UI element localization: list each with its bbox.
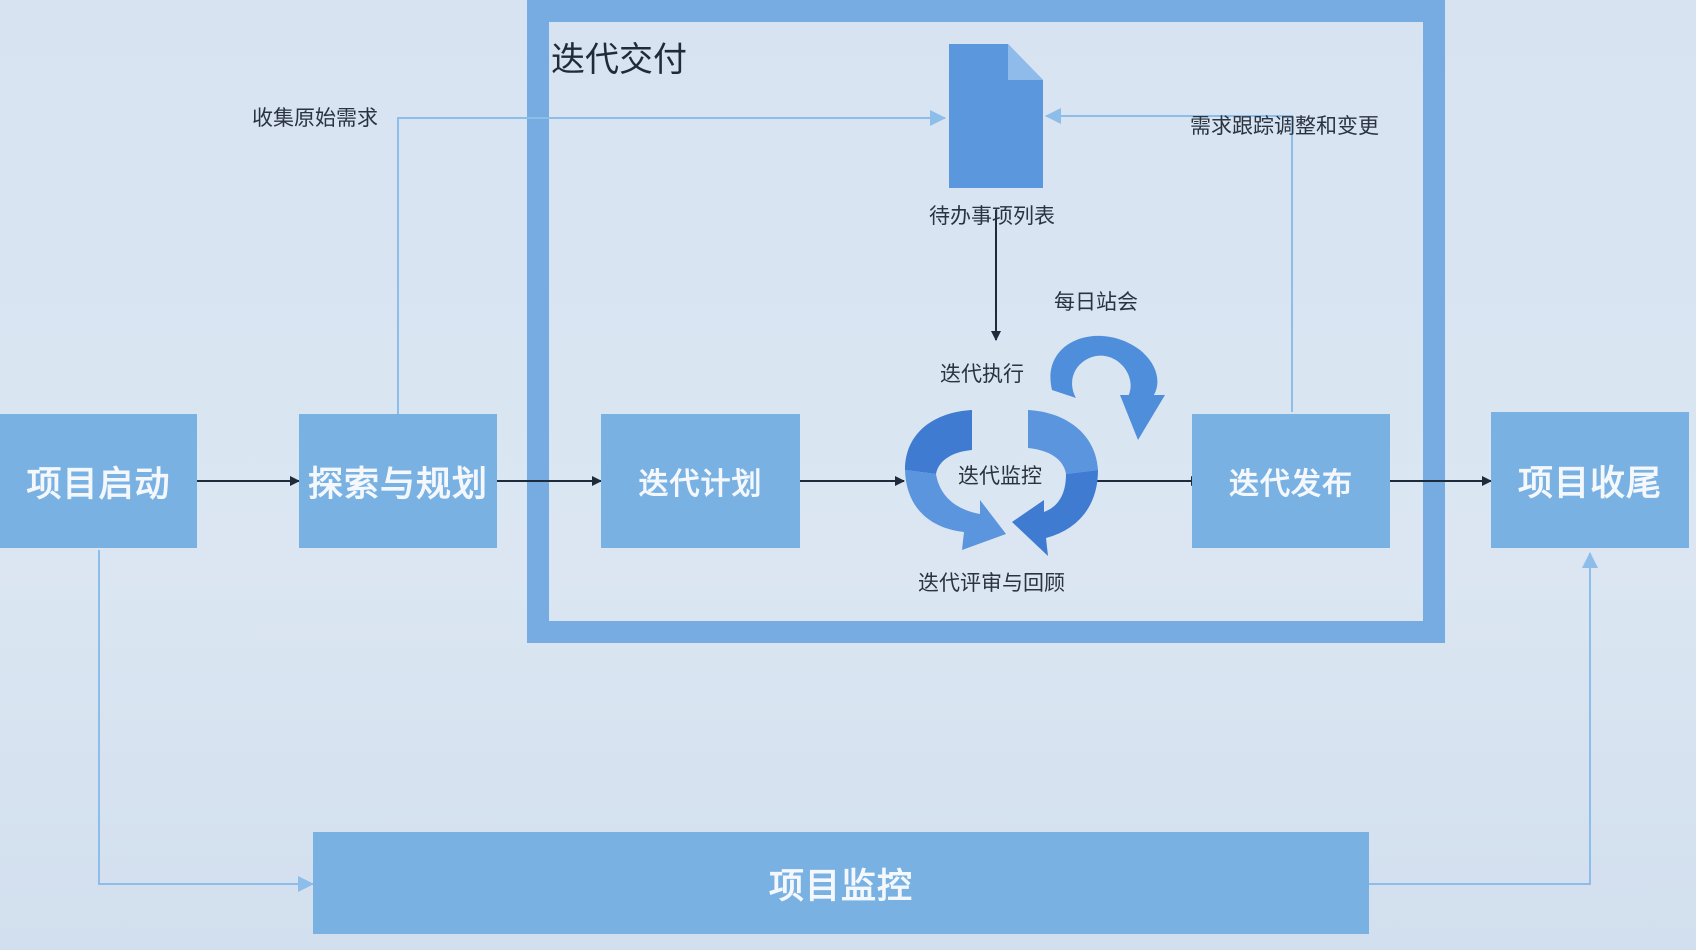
stage-iteration-plan-label: 迭代计划 bbox=[638, 467, 763, 502]
daily-standup-cycle-icon bbox=[1050, 335, 1165, 440]
label-daily-standup: 每日站会 bbox=[1054, 290, 1138, 314]
label-review-retrospective: 迭代评审与回顾 bbox=[918, 571, 1065, 595]
iteration-delivery-title: 迭代交付 bbox=[551, 40, 687, 80]
label-requirement-tracking: 需求跟踪调整和变更 bbox=[1190, 114, 1379, 138]
stage-exploration-planning: 探索与规划 bbox=[299, 414, 497, 548]
iteration-cycle-icon bbox=[905, 410, 1098, 556]
stage-iteration-release: 迭代发布 bbox=[1192, 414, 1390, 548]
label-iteration-execution: 迭代执行 bbox=[940, 362, 1024, 386]
connector-collect-requirements bbox=[397, 110, 946, 414]
stage-initiation-label: 项目启动 bbox=[26, 464, 171, 505]
stage-closing-label: 项目收尾 bbox=[1517, 463, 1662, 504]
document-icon bbox=[949, 44, 1043, 188]
label-iteration-monitoring: 迭代监控 bbox=[958, 464, 1042, 488]
connector-monitoring-to-closing bbox=[1369, 552, 1598, 885]
connector-initiation-to-monitoring bbox=[98, 550, 314, 892]
stage-initiation: 项目启动 bbox=[0, 414, 197, 548]
stage-exploration-label: 探索与规划 bbox=[307, 464, 488, 505]
stage-closing: 项目收尾 bbox=[1491, 412, 1689, 548]
label-collect-requirements: 收集原始需求 bbox=[252, 106, 378, 130]
stage-iteration-release-label: 迭代发布 bbox=[1229, 467, 1353, 502]
connector-requirement-tracking bbox=[1045, 108, 1293, 412]
stage-iteration-plan: 迭代计划 bbox=[601, 414, 800, 548]
iteration-delivery-frame bbox=[527, 0, 1445, 643]
label-backlog: 待办事项列表 bbox=[929, 204, 1055, 228]
stage-monitoring-label: 项目监控 bbox=[768, 866, 913, 907]
stage-monitoring: 项目监控 bbox=[313, 832, 1369, 934]
